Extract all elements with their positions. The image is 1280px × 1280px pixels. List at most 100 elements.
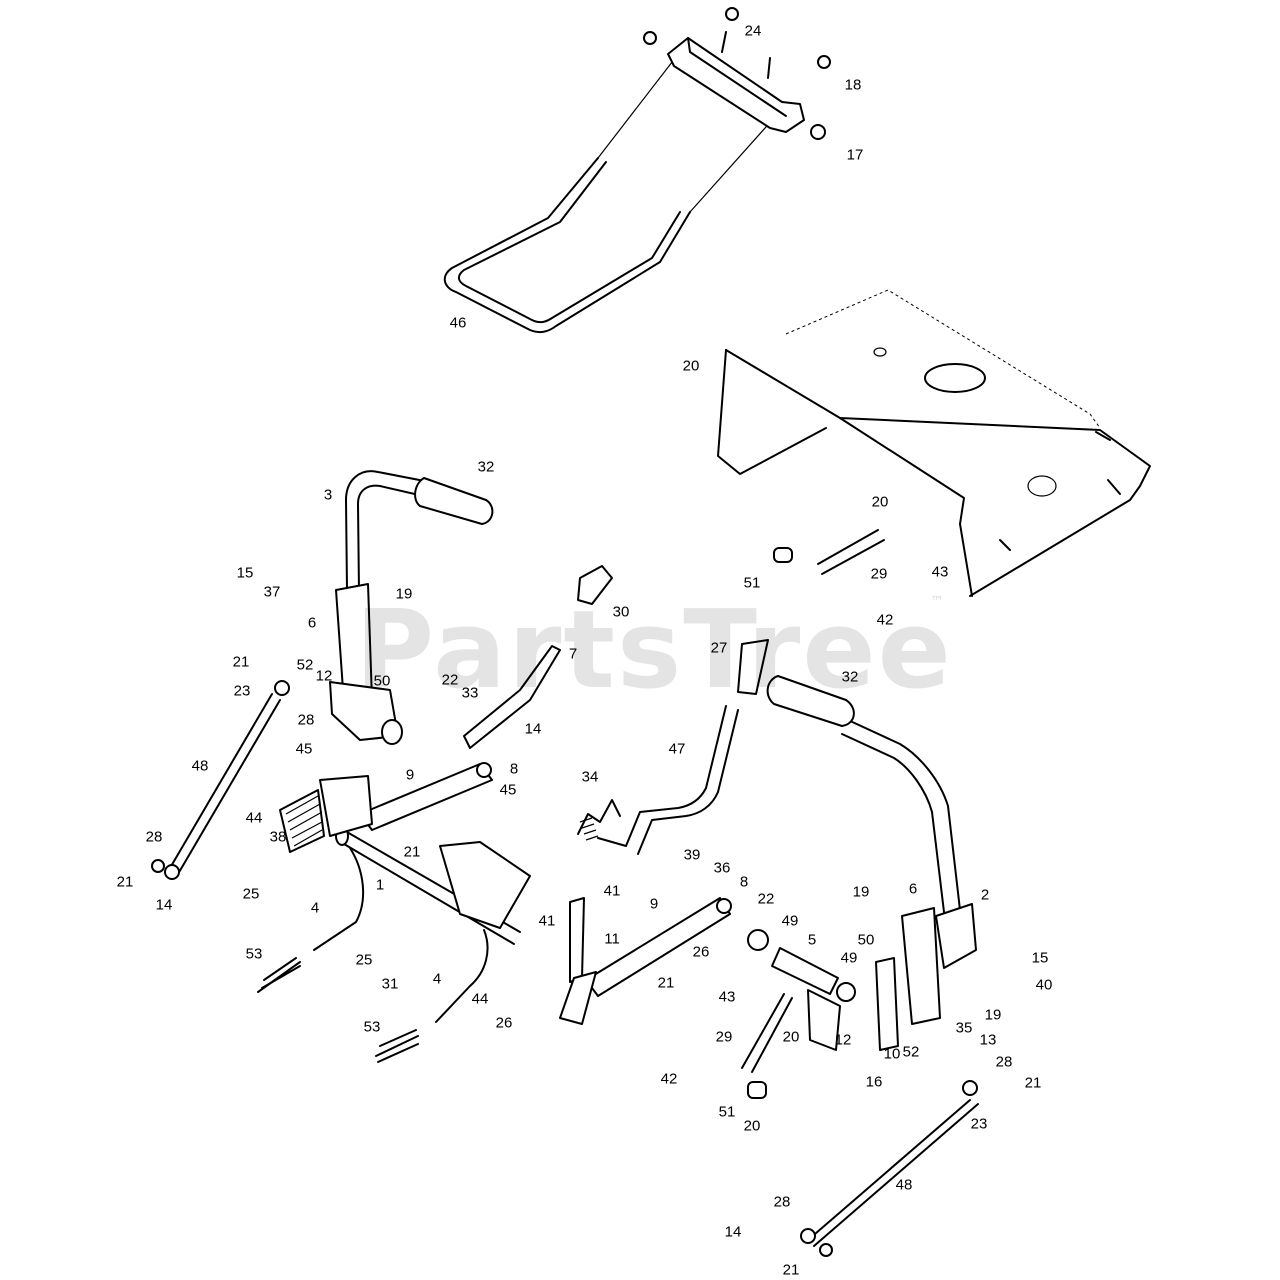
callout-14: 14 (524, 720, 542, 738)
callout-21: 21 (232, 653, 250, 671)
link-29-lower (741, 993, 793, 1099)
callout-3: 3 (323, 486, 333, 504)
callout-51: 51 (743, 574, 761, 592)
callout-28: 28 (297, 711, 315, 729)
callout-12: 12 (834, 1031, 852, 1049)
callout-51: 51 (718, 1103, 736, 1121)
callout-31: 31 (381, 975, 399, 993)
callout-30: 30 (612, 603, 630, 621)
watermark-trademark: ™ (930, 594, 944, 610)
callout-13: 13 (979, 1031, 997, 1049)
callout-22: 22 (757, 890, 775, 908)
callout-32: 32 (477, 458, 495, 476)
callout-10: 10 (883, 1045, 901, 1063)
callout-43: 43 (718, 988, 736, 1006)
callout-33: 33 (461, 684, 479, 702)
callout-44: 44 (471, 990, 489, 1008)
callout-35: 35 (955, 1019, 973, 1037)
callout-6: 6 (307, 614, 317, 632)
callout-47: 47 (668, 740, 686, 758)
callout-52: 52 (902, 1043, 920, 1061)
callout-21: 21 (782, 1261, 800, 1279)
callout-15: 15 (236, 564, 254, 582)
callout-24: 24 (744, 22, 762, 40)
callout-17: 17 (846, 146, 864, 164)
callout-49: 49 (840, 949, 858, 967)
callout-16: 16 (865, 1073, 883, 1091)
callout-23: 23 (970, 1115, 988, 1133)
callout-26: 26 (495, 1014, 513, 1032)
callout-20: 20 (871, 493, 889, 511)
callout-21: 21 (1024, 1074, 1042, 1092)
lever-11 (559, 897, 597, 1025)
callout-21: 21 (116, 873, 134, 891)
left-lever-3 (329, 470, 494, 745)
callout-53: 53 (363, 1018, 381, 1036)
callout-50: 50 (373, 672, 391, 690)
callout-44: 44 (245, 809, 263, 827)
rod-4 (313, 847, 489, 1023)
callout-12: 12 (315, 667, 333, 685)
callout-27: 27 (710, 639, 728, 657)
callout-25: 25 (355, 951, 373, 969)
callout-37: 37 (263, 583, 281, 601)
callout-43: 43 (931, 563, 949, 581)
spring-44 (279, 775, 373, 853)
callout-28: 28 (995, 1053, 1013, 1071)
callout-29: 29 (870, 565, 888, 583)
callout-22: 22 (441, 671, 459, 689)
callout-9: 9 (405, 766, 415, 784)
handle-bar-46 (443, 43, 775, 334)
callout-1: 1 (375, 876, 385, 894)
callout-19: 19 (852, 883, 870, 901)
cross-shaft-1 (335, 826, 531, 945)
callout-2: 2 (980, 886, 990, 904)
callout-18: 18 (844, 76, 862, 94)
callout-39: 39 (683, 846, 701, 864)
callout-38: 38 (269, 828, 287, 846)
callout-21: 21 (657, 974, 675, 992)
callout-7: 7 (568, 645, 578, 663)
callout-9: 9 (649, 895, 659, 913)
callout-29: 29 (715, 1028, 733, 1046)
callout-34: 34 (581, 768, 599, 786)
callout-36: 36 (713, 859, 731, 877)
right-lever-2 (766, 675, 977, 1051)
callout-41: 41 (603, 882, 621, 900)
callout-25: 25 (242, 885, 260, 903)
callout-50: 50 (857, 931, 875, 949)
callout-20: 20 (782, 1028, 800, 1046)
callout-20: 20 (743, 1117, 761, 1135)
rod-47 (597, 639, 769, 855)
callout-26: 26 (692, 943, 710, 961)
callout-4: 4 (310, 899, 320, 917)
callout-28: 28 (773, 1193, 791, 1211)
callout-45: 45 (295, 740, 313, 758)
callout-23: 23 (233, 682, 251, 700)
callout-20: 20 (682, 357, 700, 375)
callout-21: 21 (403, 843, 421, 861)
callout-6: 6 (908, 880, 918, 898)
callout-49: 49 (781, 912, 799, 930)
callout-19: 19 (395, 585, 413, 603)
callout-14: 14 (724, 1223, 742, 1241)
callout-46: 46 (449, 314, 467, 332)
callout-45: 45 (499, 781, 517, 799)
rod-48-left (151, 680, 290, 880)
link-9 (359, 762, 732, 997)
rod-48-right (800, 1080, 979, 1257)
callout-4: 4 (432, 970, 442, 988)
callout-5: 5 (807, 931, 817, 949)
callout-19: 19 (984, 1006, 1002, 1024)
callout-15: 15 (1031, 949, 1049, 967)
spring-53-center (375, 1029, 419, 1063)
callout-42: 42 (660, 1070, 678, 1088)
bracket-7 (463, 565, 613, 749)
spring-53-left (257, 957, 301, 993)
callout-32: 32 (841, 668, 859, 686)
link-29-upper (773, 529, 885, 575)
callout-41: 41 (538, 912, 556, 930)
callout-8: 8 (509, 760, 519, 778)
callout-28: 28 (145, 828, 163, 846)
